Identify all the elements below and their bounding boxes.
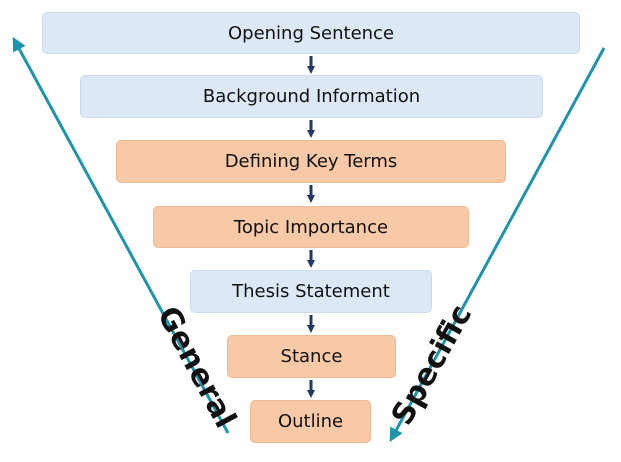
step-label: Defining Key Terms <box>224 151 398 172</box>
step-defining-key-terms: Defining Key Terms <box>116 140 506 183</box>
step-label: Opening Sentence <box>227 22 395 44</box>
step-stance: Stance <box>227 335 396 378</box>
step-label: Outline <box>277 411 344 432</box>
step-label: Topic Importance <box>233 216 389 238</box>
step-opening-sentence: Opening Sentence <box>42 12 580 54</box>
step-outline: Outline <box>250 400 371 443</box>
step-label: Stance <box>280 346 343 367</box>
step-label: Thesis Statement <box>232 281 390 302</box>
step-background-information: Background Information <box>80 75 543 118</box>
step-topic-importance: Topic Importance <box>153 206 469 248</box>
specific-label: Specific <box>384 299 480 432</box>
step-thesis-statement: Thesis Statement <box>190 270 432 313</box>
step-label: Background Information <box>202 86 421 107</box>
